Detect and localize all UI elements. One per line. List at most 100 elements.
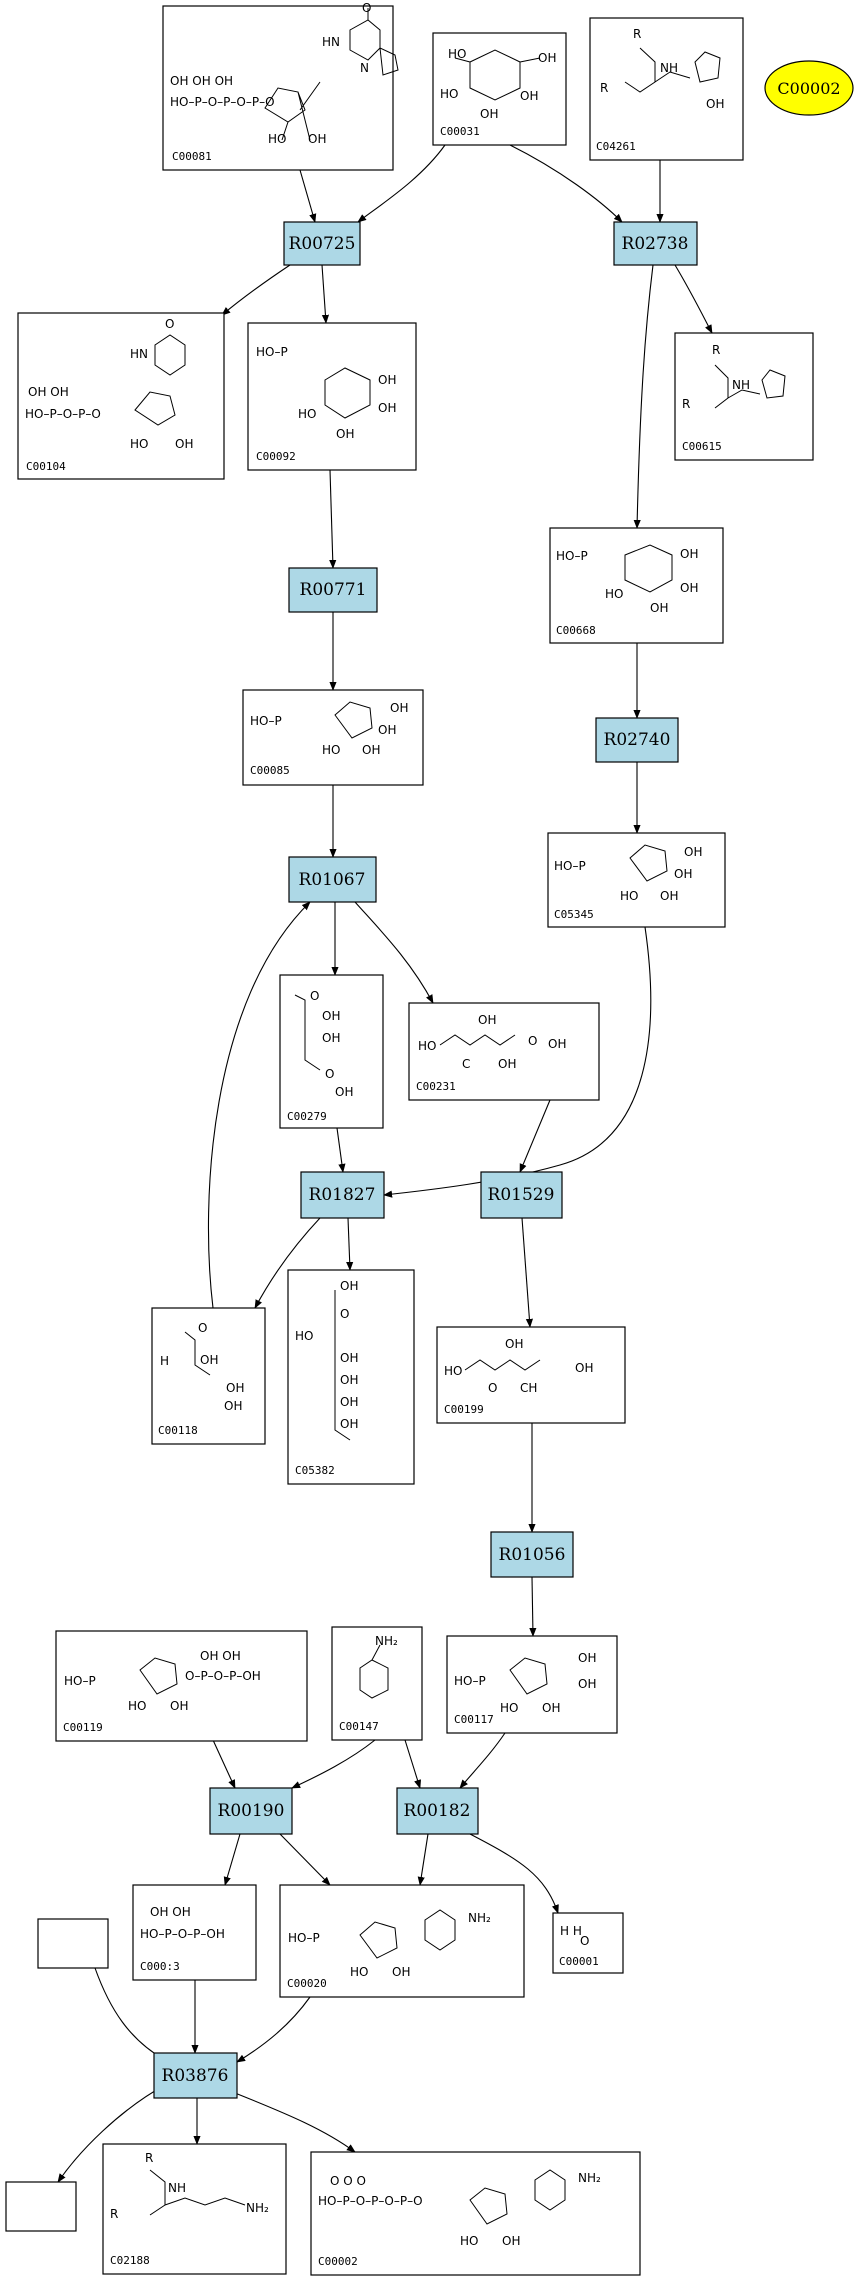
svg-text:OH: OH xyxy=(478,1013,496,1027)
svg-text:HO: HO xyxy=(605,587,623,601)
compound-c00013[interactable]: OH OH HO–P–O–P–OH C000:3 xyxy=(132,1884,257,1981)
svg-text:C00119: C00119 xyxy=(63,1721,103,1734)
svg-text:OH: OH xyxy=(502,2234,520,2248)
reaction-r00725[interactable]: R00725 xyxy=(283,221,361,266)
svg-text:HO: HO xyxy=(448,47,466,61)
svg-text:O: O xyxy=(340,1307,349,1321)
edge-c00020-r03876 xyxy=(236,1996,311,2063)
svg-text:OH: OH xyxy=(680,581,698,595)
compound-c00001[interactable]: H H O C00001 xyxy=(552,1912,624,1974)
svg-text:HO–P–O–P–O–P–O: HO–P–O–P–O–P–O xyxy=(318,2194,423,2208)
svg-text:OH: OH xyxy=(308,132,326,146)
svg-text:C02188: C02188 xyxy=(110,2254,150,2267)
compound-c00081[interactable]: OH HO HN O N OH OH OH HO–P–O–P–O–P–O C00… xyxy=(162,1,399,171)
compound-ellipse-c00002[interactable]: C00002 xyxy=(764,60,854,116)
svg-text:R00182: R00182 xyxy=(404,1801,471,1821)
svg-text:R01529: R01529 xyxy=(488,1185,555,1205)
svg-text:OH: OH xyxy=(322,1031,340,1045)
compound-c00117[interactable]: HO–P OH OH HO OH C00117 xyxy=(446,1635,618,1734)
edge-c00147-r00190 xyxy=(291,1739,376,1789)
svg-text:OH: OH xyxy=(575,1361,593,1375)
compound-c00147[interactable]: NH₂ C00147 xyxy=(331,1626,423,1741)
svg-text:CH: CH xyxy=(520,1381,537,1395)
compound-c00615[interactable]: R NH R C00615 xyxy=(674,332,814,461)
svg-text:OH: OH xyxy=(674,867,692,881)
edge-r00182-c00020 xyxy=(417,1833,429,1886)
svg-text:O: O xyxy=(580,1934,589,1948)
svg-text:OH: OH xyxy=(578,1677,596,1691)
compound-c00231[interactable]: HO OH C OH O OH C00231 xyxy=(408,1002,600,1101)
svg-text:OH: OH xyxy=(336,427,354,441)
svg-text:C00279: C00279 xyxy=(287,1110,327,1123)
svg-text:C00001: C00001 xyxy=(559,1955,599,1968)
reaction-r00182[interactable]: R00182 xyxy=(396,1787,479,1835)
compound-c00092[interactable]: HO–P OH OH HO OH C00092 xyxy=(247,322,417,471)
edge-r02738-c00615 xyxy=(674,264,713,334)
svg-text:HO–P: HO–P xyxy=(256,345,288,359)
svg-text:OH: OH xyxy=(378,723,396,737)
svg-text:HO: HO xyxy=(440,87,458,101)
svg-text:C05345: C05345 xyxy=(554,908,594,921)
compound-c05382[interactable]: OH O HO OH OH OH OH C05382 xyxy=(287,1269,415,1485)
compound-c00119[interactable]: HO–P OH OH O–P–O–P–OH HO OH C00119 xyxy=(55,1630,308,1742)
compound-blank-bottom[interactable] xyxy=(5,2181,77,2232)
svg-text:HO: HO xyxy=(500,1701,518,1715)
compound-c02188[interactable]: R NH R NH₂ C02188 xyxy=(102,2143,287,2275)
svg-text:C00199: C00199 xyxy=(444,1403,484,1416)
svg-text:O O O: O O O xyxy=(330,2174,366,2188)
reaction-r00190[interactable]: R00190 xyxy=(209,1787,293,1835)
reaction-r01827[interactable]: R01827 xyxy=(300,1171,385,1219)
svg-text:OH: OH xyxy=(340,1395,358,1409)
svg-text:C: C xyxy=(462,1057,470,1071)
svg-text:O: O xyxy=(325,1067,334,1081)
compound-c00118[interactable]: O H OH OH OH C00118 xyxy=(151,1307,266,1445)
compound-c00020[interactable]: HO–P NH₂ HO OH C00020 xyxy=(279,1884,525,1998)
compound-c00002[interactable]: O O O HO–P–O–P–O–P–O NH₂ HO OH C00002 xyxy=(310,2151,641,2276)
reaction-r02738[interactable]: R02738 xyxy=(613,221,698,266)
svg-text:O: O xyxy=(165,317,174,331)
edges xyxy=(57,144,713,2183)
svg-text:R: R xyxy=(633,27,641,41)
svg-text:HO: HO xyxy=(460,2234,478,2248)
svg-text:NH: NH xyxy=(660,61,678,75)
svg-text:C00020: C00020 xyxy=(287,1977,327,1990)
svg-text:R: R xyxy=(110,2207,118,2221)
reaction-r01056[interactable]: R01056 xyxy=(490,1531,574,1578)
svg-text:R01056: R01056 xyxy=(499,1545,566,1565)
edge-r01056-c00117 xyxy=(529,1576,537,1637)
compound-c05345[interactable]: HO–P OH OH HO OH C05345 xyxy=(547,832,726,928)
svg-text:C00668: C00668 xyxy=(556,624,596,637)
reaction-r02740[interactable]: R02740 xyxy=(595,717,679,763)
compound-c00199[interactable]: HO OH O CH OH C00199 xyxy=(436,1326,626,1424)
edge-c00117-r00182 xyxy=(459,1732,506,1789)
svg-text:HO: HO xyxy=(268,132,286,146)
edge-r00725-c00092 xyxy=(321,264,330,324)
svg-text:O: O xyxy=(310,989,319,1003)
svg-text:H H: H H xyxy=(560,1924,582,1938)
reaction-r01529[interactable]: R01529 xyxy=(480,1171,563,1219)
compound-blank-top[interactable] xyxy=(37,1918,109,1969)
reaction-r03876[interactable]: R03876 xyxy=(153,2052,238,2099)
edge-r02738-c00668 xyxy=(633,264,654,529)
svg-text:HN: HN xyxy=(130,347,148,361)
compound-c04261[interactable]: R NH R OH C04261 xyxy=(589,17,744,161)
svg-text:C00117: C00117 xyxy=(454,1713,494,1726)
reaction-r01067[interactable]: R01067 xyxy=(288,856,377,903)
compound-c00104[interactable]: HN O OH OH HO–P–O–P–O HO OH C00104 xyxy=(17,312,225,480)
svg-text:HO–P–O–P–OH: HO–P–O–P–OH xyxy=(140,1927,225,1941)
svg-text:OH: OH xyxy=(390,701,408,715)
edge-blank-r03876 xyxy=(94,1967,166,2061)
svg-text:C00002: C00002 xyxy=(318,2255,358,2268)
reaction-r00771[interactable]: R00771 xyxy=(288,567,378,613)
compound-c00031[interactable]: HO OH HO OH OH C00031 xyxy=(432,32,567,146)
svg-text:OH: OH xyxy=(226,1381,244,1395)
svg-text:OH: OH xyxy=(340,1351,358,1365)
edge-c00031-r02738 xyxy=(509,144,623,223)
compound-c00668[interactable]: HO–P OH OH HO OH C00668 xyxy=(549,527,724,644)
svg-text:OH: OH xyxy=(340,1279,358,1293)
compound-c00279[interactable]: O OH OH O OH C00279 xyxy=(279,974,384,1129)
svg-text:OH: OH xyxy=(650,601,668,615)
compound-c00085[interactable]: HO–P OH OH HO OH C00085 xyxy=(242,689,424,786)
svg-text:C00031: C00031 xyxy=(440,125,480,138)
svg-text:NH₂: NH₂ xyxy=(246,2201,269,2215)
